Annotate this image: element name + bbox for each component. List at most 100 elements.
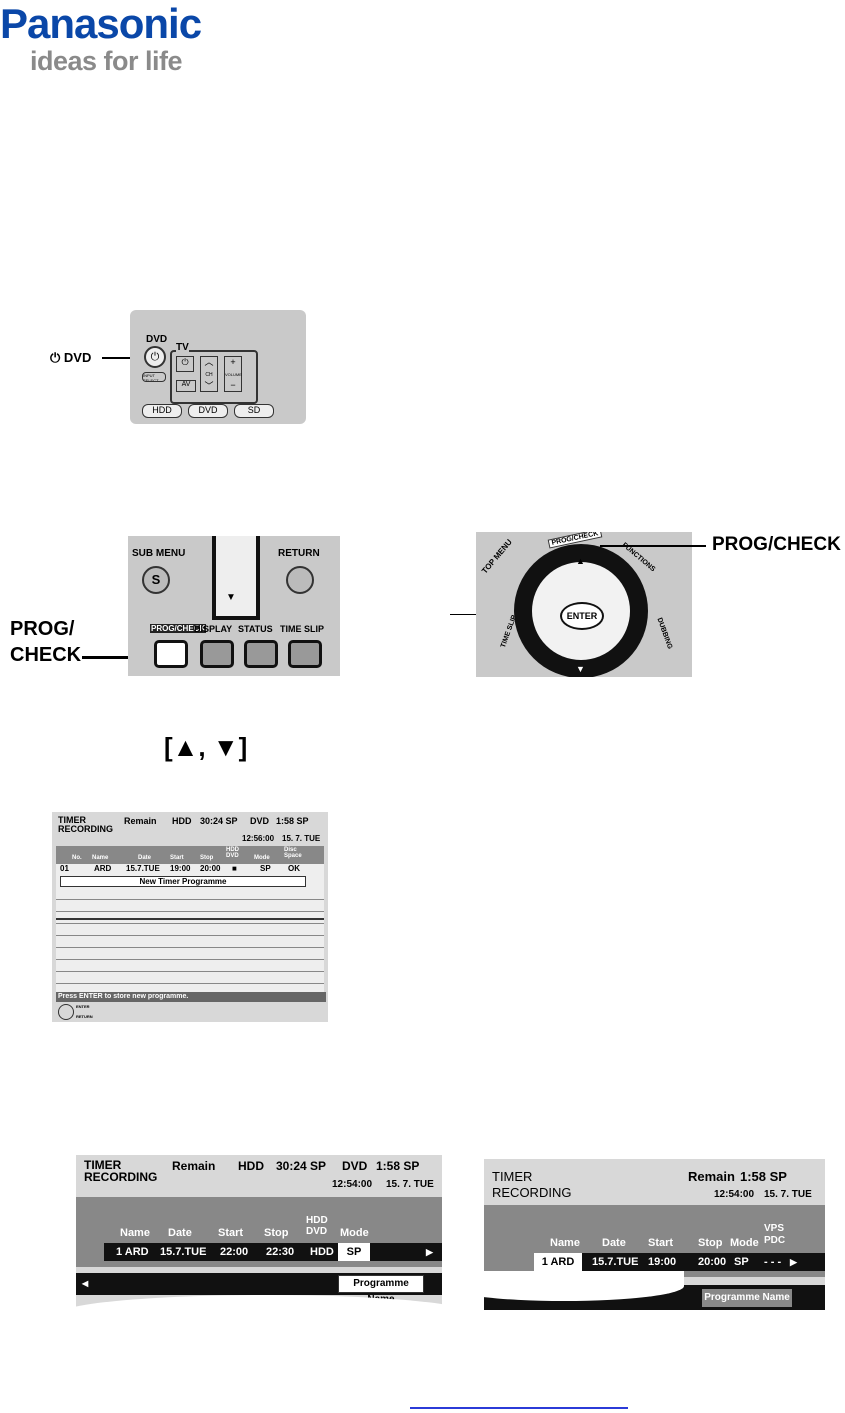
arrow-keys-label: [▲, ▼] <box>164 732 248 762</box>
hdd-remain: 30:24 SP <box>200 816 238 826</box>
divider <box>56 918 324 920</box>
hdd-button[interactable]: HDD <box>142 404 182 418</box>
tagline: ideas for life <box>30 46 183 76</box>
callout-line <box>102 357 144 359</box>
col-stop: Stop <box>698 1237 723 1249</box>
remote-progcheck-figure: PROG/ CHECK SUB MENU S ▼ RETURN PROG/CHE… <box>10 530 340 676</box>
entry-row[interactable]: 1 ARD 15.7.TUE 22:00 22:30 HDD SP ▶ <box>104 1243 442 1261</box>
programme-name-button[interactable]: Programme Name <box>338 1275 424 1305</box>
progcheck-label: PROG/CHECK <box>150 624 207 633</box>
programme-name-button[interactable]: Programme Name <box>702 1289 792 1307</box>
col-mode: Mode <box>340 1227 369 1239</box>
remote-power-figure: ⏻ DVD DVD ⏻ TV ⏻ AV ︿CH﹀ +VOLUME− INPUT … <box>40 310 375 424</box>
cell-disc: OK <box>288 864 300 873</box>
cell-name[interactable]: 1 ARD <box>534 1253 582 1271</box>
av-button[interactable]: AV <box>176 380 196 392</box>
remote-dial-figure: ENTER ▲ ▼ TOP MENU PROG/CHECK FUNCTIONS … <box>450 532 845 677</box>
progcheck-button[interactable] <box>154 640 188 668</box>
top-menu-label: TOP MENU <box>480 537 514 576</box>
return-label: RETURN <box>278 548 320 559</box>
torn-edge <box>484 1271 684 1301</box>
cell-mode: SP <box>734 1256 749 1268</box>
ch-rocker[interactable]: ︿CH﹀ <box>200 356 218 392</box>
col-date: Date <box>602 1237 626 1249</box>
new-timer-programme[interactable]: New Timer Programme <box>60 876 306 887</box>
return-button[interactable] <box>286 566 314 594</box>
submenu-label: SUB MENU <box>132 548 186 559</box>
cell-mode[interactable]: SP <box>338 1243 370 1261</box>
col-date: Date <box>138 855 152 861</box>
down-arrow-icon: ▼ <box>576 664 585 674</box>
footer-bar: Press ENTER to store new programme. <box>56 992 326 1002</box>
timeslip-button[interactable] <box>288 640 322 668</box>
sd-button[interactable]: SD <box>234 404 274 418</box>
left-arrow-icon[interactable]: ◀ <box>82 1279 89 1288</box>
display-button[interactable] <box>200 640 234 668</box>
tv-label: TV <box>176 342 189 353</box>
hdd-label: HDD <box>238 1159 264 1173</box>
clock: 12:54:00 <box>714 1189 755 1200</box>
col-hdd-dvd: HDD DVD <box>306 1215 328 1237</box>
return-hint: RETURN <box>76 1014 93 1019</box>
col-start: Start <box>218 1227 244 1239</box>
cell-no: 01 <box>60 864 69 873</box>
col-vps-pdc: VPS PDC <box>764 1223 786 1246</box>
col-start: Start <box>648 1237 674 1249</box>
timeslip-label: TIME SLIP <box>280 624 325 634</box>
input-select-button[interactable]: INPUT SELECT <box>142 372 166 382</box>
volume-rocker[interactable]: +VOLUME− <box>224 356 242 392</box>
dvd-label: DVD <box>342 1159 368 1173</box>
remain-label: Remain <box>124 816 157 826</box>
col-hdd-dvd: HDD DVD <box>226 847 239 859</box>
tv-power-button[interactable]: ⏻ <box>176 356 194 372</box>
right-arrow-icon[interactable]: ▶ <box>790 1257 797 1267</box>
entry-row[interactable]: 1 ARD 15.7.TUE 19:00 20:00 SP - - - ▶ <box>534 1253 825 1271</box>
dvd-remain: 1:58 SP <box>276 816 309 826</box>
enter-button[interactable]: ENTER <box>560 602 604 630</box>
cell-vps-pdc: - - - <box>764 1256 782 1268</box>
callout-line <box>82 656 164 659</box>
down-arrow-icon: ▼ <box>226 592 236 603</box>
dvd-label: DVD <box>146 334 168 345</box>
dvd-label: DVD <box>250 816 270 826</box>
cell-stop: 20:00 <box>200 864 221 873</box>
timeslip-key[interactable]: TIME SLIP <box>499 614 519 649</box>
cell-name: 1 ARD <box>116 1246 149 1258</box>
right-arrow-icon[interactable]: ▶ <box>426 1247 433 1257</box>
dvd-power-button[interactable]: ⏻ <box>144 346 166 368</box>
col-name: Name <box>92 855 109 861</box>
status-label: STATUS <box>238 624 273 634</box>
status-button[interactable] <box>244 640 278 668</box>
cell-stop: 22:30 <box>266 1246 295 1258</box>
dvd-button[interactable]: DVD <box>188 404 228 418</box>
date: 15. 7. TUE <box>282 834 321 843</box>
down-button[interactable] <box>212 536 260 620</box>
cell-start: 19:00 <box>170 864 191 873</box>
cell-mode: SP <box>260 864 271 873</box>
date: 15. 7. TUE <box>764 1189 812 1200</box>
footer-link-underline[interactable] <box>410 1407 628 1409</box>
table-row[interactable]: 01 ARD 15.7.TUE 19:00 20:00 ■ SP OK <box>56 864 324 874</box>
submenu-button[interactable]: S <box>142 566 170 594</box>
panasonic-logo: Panasonic <box>0 0 202 47</box>
col-disc: Disc Space <box>284 847 302 859</box>
clock: 12:56:00 <box>242 834 275 843</box>
hdd-label: HDD <box>172 816 192 826</box>
list-table: No. Name Date Start Stop HDD DVD Mode Di… <box>56 846 324 992</box>
col-stop: Stop <box>200 855 214 861</box>
display-label: DISPLAY <box>194 624 233 634</box>
header-row: No. Name Date Start Stop HDD DVD Mode Di… <box>56 846 324 864</box>
col-name: Name <box>550 1237 580 1249</box>
progcheck-callout: PROG/CHECK <box>712 534 841 555</box>
clock: 12:54:00 <box>332 1179 373 1190</box>
cell-stop: 20:00 <box>698 1256 727 1268</box>
dubbing-key[interactable]: DUBBING <box>655 616 674 651</box>
col-no: No. <box>72 855 82 861</box>
col-stop: Stop <box>264 1227 289 1239</box>
